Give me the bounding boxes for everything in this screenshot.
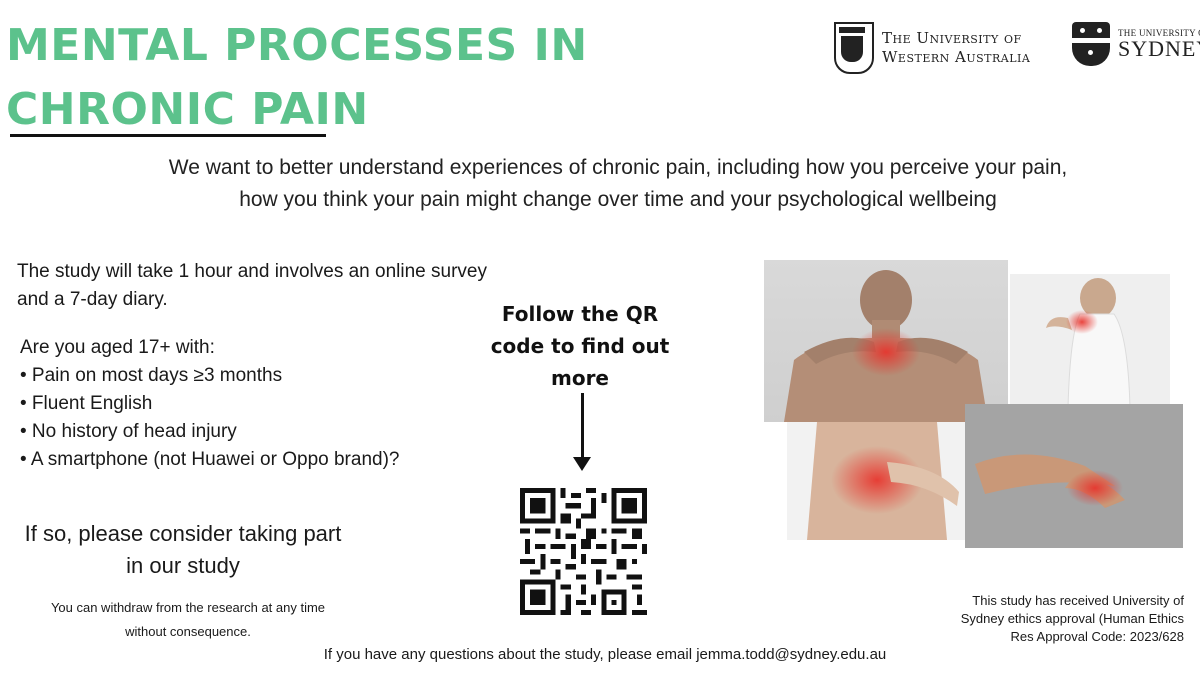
photo-back-pain — [787, 422, 965, 540]
sydney-wordmark: THE UNIVERSITY OF SYDNEY — [1118, 28, 1200, 61]
arrow-head-icon — [573, 457, 591, 471]
sydney-crest-icon — [1072, 22, 1110, 66]
uwa-logo: The University of Western Australia — [834, 22, 1030, 74]
photo-neck-pain — [764, 260, 1008, 422]
eligibility-item: • No history of head injury — [20, 421, 237, 442]
eligibility-item: • Fluent English — [20, 393, 153, 414]
intro-text: We want to better understand experiences… — [168, 156, 1068, 211]
photo-arm-pain — [965, 404, 1183, 548]
poster-title: MENTAL PROCESSES IN CHRONIC PAIN — [6, 14, 588, 142]
title-underline — [10, 134, 326, 137]
eligibility-item: • Pain on most days ≥3 months — [20, 365, 283, 386]
call-to-action: If so, please consider taking part in ou… — [24, 521, 342, 578]
ethics-approval-text: This study has received University of Sy… — [960, 593, 1184, 644]
eligibility-question: Are you aged 17+ with: — [20, 337, 215, 358]
eligibility-item: • A smartphone (not Huawei or Oppo brand… — [20, 449, 400, 470]
title-line-1: MENTAL PROCESSES IN — [6, 20, 588, 71]
uwa-crest-icon — [834, 22, 874, 74]
photo-shoulder-pain — [1010, 274, 1170, 408]
contact-text: If you have any questions about the stud… — [323, 646, 887, 663]
arrow-down-icon — [581, 393, 584, 459]
uwa-wordmark: The University of Western Australia — [882, 29, 1031, 66]
follow-qr-text: Follow the QR code to find out more — [490, 302, 670, 390]
qr-code-icon[interactable] — [520, 488, 647, 615]
eligibility-list: Are you aged 17+ with: • Pain on most da… — [20, 334, 480, 474]
title-line-2: CHRONIC PAIN — [6, 84, 369, 135]
study-duration-text: The study will take 1 hour and involves … — [17, 261, 487, 310]
withdraw-notice: You can withdraw from the research at an… — [50, 600, 326, 639]
sydney-logo: THE UNIVERSITY OF SYDNEY — [1072, 22, 1200, 66]
